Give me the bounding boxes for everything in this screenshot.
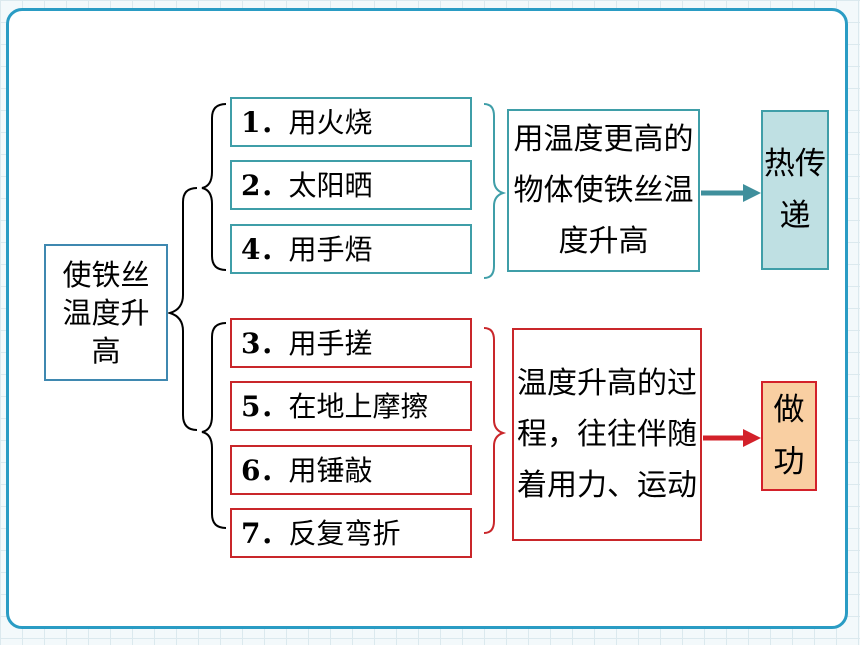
item-number: 4．: [241, 233, 289, 266]
root-bracket: [166, 187, 198, 431]
work-item-3: 6．用锤敲: [230, 445, 472, 495]
item-text: 在地上摩擦: [288, 390, 429, 423]
work-arrow-head: [743, 429, 761, 447]
item-number: 1．: [241, 106, 289, 139]
item-text: 太阳晒: [288, 169, 373, 202]
heat-arrow-head: [743, 184, 761, 202]
heat-item-3: 4．用手焐: [230, 224, 472, 274]
item-number: 3．: [241, 327, 289, 360]
work-description: 温度升高的过程，往往伴随着用力、运动: [517, 366, 697, 503]
work-items-bracket: [201, 322, 227, 529]
heat-item-2: 2．太阳晒: [230, 160, 472, 210]
root-node: 使铁丝温度升高: [44, 244, 168, 381]
work-item-2: 5．在地上摩擦: [230, 381, 472, 431]
work-right-brace: [483, 327, 507, 534]
heat-right-brace: [483, 103, 507, 279]
root-label: 使铁丝温度升高: [62, 257, 150, 368]
item-text: 用火烧: [288, 106, 373, 139]
item-text: 反复弯折: [288, 517, 401, 550]
item-number: 6．: [241, 454, 289, 487]
work-result: 做功: [773, 392, 805, 480]
item-number: 5．: [241, 390, 289, 423]
work-item-4: 7．反复弯折: [230, 508, 472, 558]
item-text: 用手搓: [288, 327, 373, 360]
item-text: 用手焐: [288, 233, 373, 266]
heat-result: 热传递: [764, 146, 826, 234]
work-result-box: 做功: [761, 381, 817, 491]
work-description-box: 温度升高的过程，往往伴随着用力、运动: [512, 328, 702, 541]
heat-items-bracket: [201, 103, 227, 271]
heat-item-1: 1．用火烧: [230, 97, 472, 147]
heat-description-box: 用温度更高的物体使铁丝温度升高: [507, 109, 700, 272]
item-text: 用锤敲: [288, 454, 373, 487]
work-item-1: 3．用手搓: [230, 318, 472, 368]
heat-result-box: 热传递: [761, 110, 829, 270]
heat-description: 用温度更高的物体使铁丝温度升高: [513, 122, 694, 259]
item-number: 2．: [241, 169, 289, 202]
item-number: 7．: [241, 517, 289, 550]
